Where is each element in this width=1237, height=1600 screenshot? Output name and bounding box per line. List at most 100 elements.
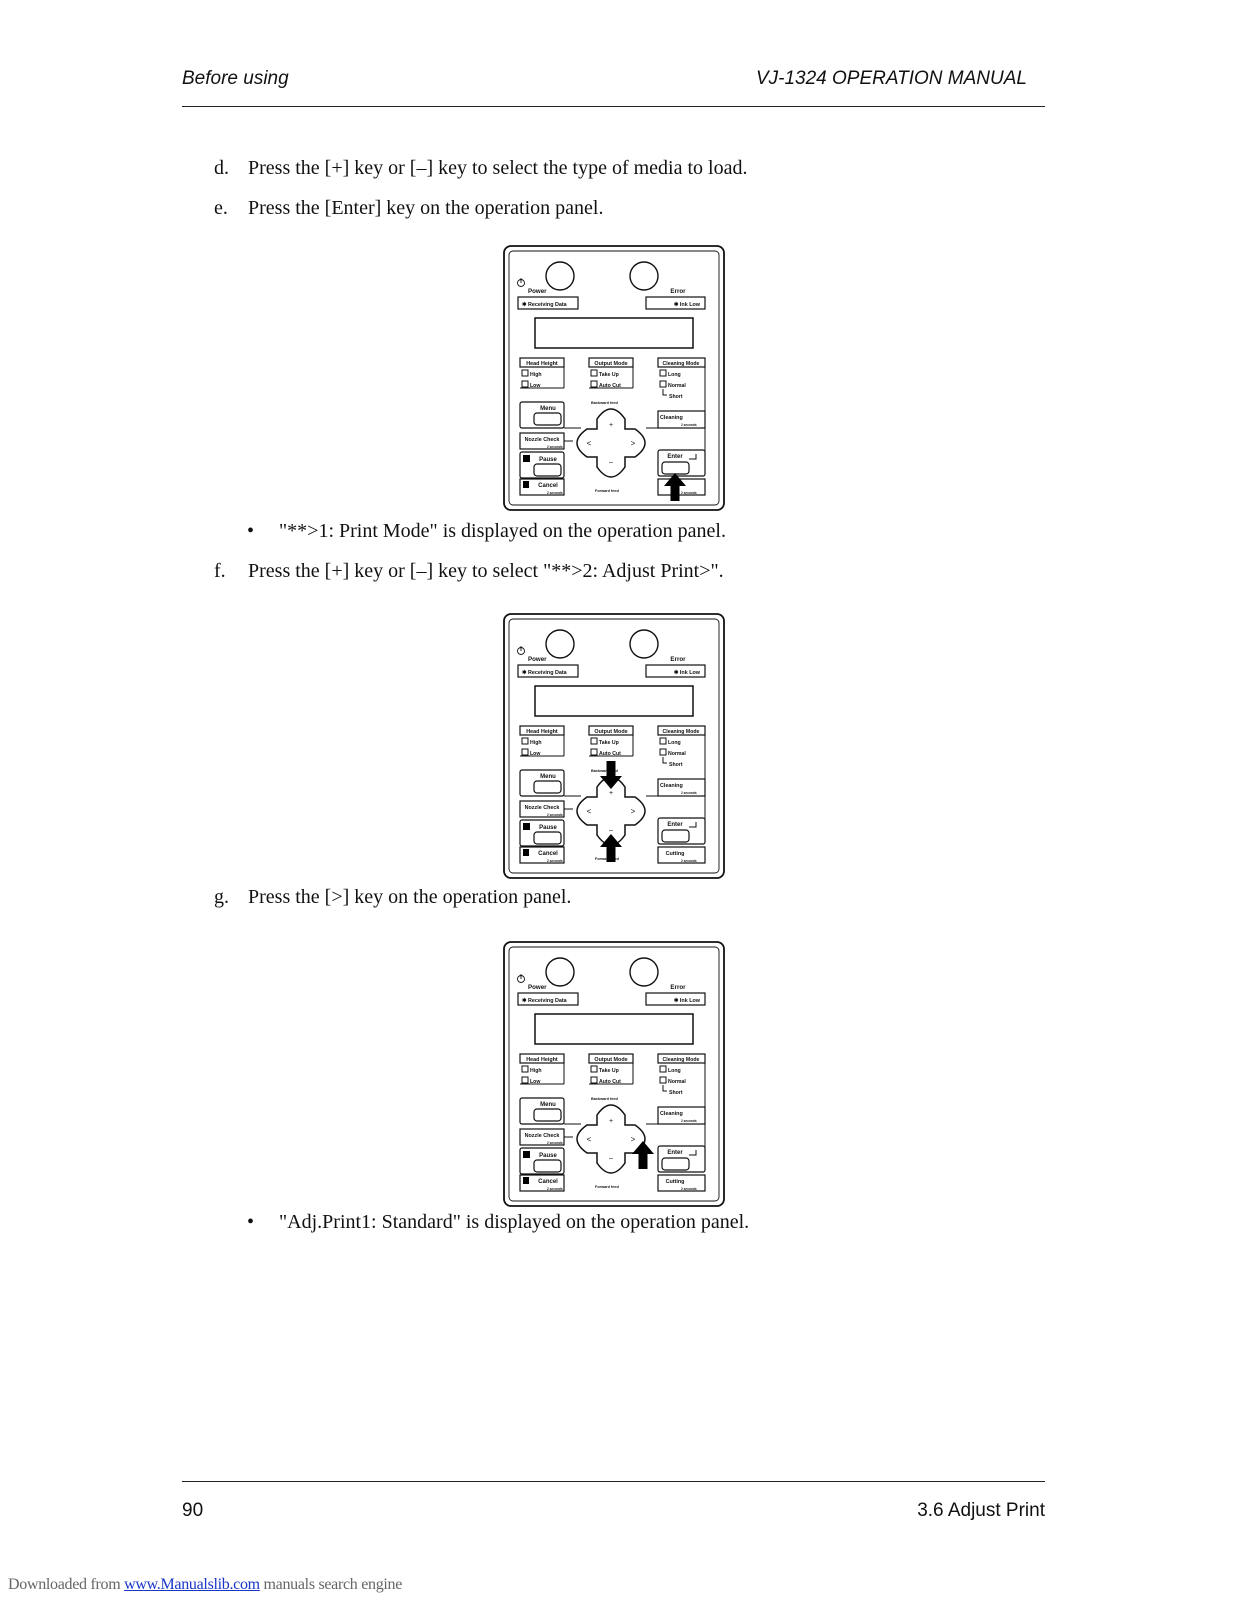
step-f-label: f. xyxy=(214,560,226,582)
auto-cut-label: Auto Cut xyxy=(599,751,621,757)
lcd-display xyxy=(534,1013,694,1045)
cutting-label: Cutting xyxy=(666,1179,685,1185)
ink-low-box xyxy=(645,664,706,678)
cancel-hold-label: 2 seconds xyxy=(547,491,563,495)
auto-cut-label: Auto Cut xyxy=(599,1079,621,1085)
footer-rule xyxy=(182,1481,1045,1482)
cutting-hold-label: 2 seconds xyxy=(681,1187,697,1191)
step-e-text: Press the [Enter] key on the operation p… xyxy=(248,197,604,219)
minus-key-label[interactable]: – xyxy=(609,459,613,466)
minus-key-label[interactable]: – xyxy=(609,827,613,834)
panel-frame xyxy=(503,941,725,1207)
power-label: Power xyxy=(528,984,547,991)
cutting-hold-label: 2 seconds xyxy=(681,491,697,495)
cancel-hold-label: 2 seconds xyxy=(547,1187,563,1191)
head-height-title-box xyxy=(519,357,565,368)
cancel-label: Cancel xyxy=(538,483,558,489)
cutting-label: Cutting xyxy=(666,851,685,857)
menu-button[interactable] xyxy=(533,780,562,794)
left-key-label[interactable]: < xyxy=(587,807,592,816)
enter-icon xyxy=(689,454,697,460)
forward-feed-label: Forward feed xyxy=(595,1185,620,1189)
footer-section: 3.6 Adjust Print xyxy=(917,1500,1045,1521)
lcd-display xyxy=(534,685,694,717)
cleaning-mode-label: Cleaning Mode xyxy=(663,729,700,735)
cursor-keypad: + – < > xyxy=(576,1104,646,1174)
bullet: • xyxy=(247,520,255,542)
output-mode-label: Output Mode xyxy=(594,729,627,735)
power-lamp xyxy=(545,629,575,659)
power-label: Power xyxy=(528,288,547,295)
left-key-label[interactable]: < xyxy=(587,439,592,448)
step-g-label: g. xyxy=(214,886,229,908)
output-mode-title-box xyxy=(588,1053,634,1064)
pause-button[interactable] xyxy=(533,831,562,845)
head-height-high-label: High xyxy=(530,740,542,746)
header-manual-title: VJ-1324 OPERATION MANUAL xyxy=(755,68,1027,89)
pause-button[interactable] xyxy=(533,1159,562,1173)
enter-button[interactable] xyxy=(661,461,690,475)
left-key-label[interactable]: < xyxy=(587,1135,592,1144)
ink-low-label: ✱ Ink Low xyxy=(674,998,701,1004)
enter-button[interactable] xyxy=(661,829,690,843)
right-key-label[interactable]: > xyxy=(631,807,636,816)
step-g: g.Press the [>] key on the operation pan… xyxy=(214,886,571,909)
ink-low-box xyxy=(645,992,706,1006)
enter-icon xyxy=(689,1150,697,1156)
cleaning-short-label: Short xyxy=(669,762,683,768)
cleaning-mode-label: Cleaning Mode xyxy=(663,1057,700,1063)
nozzle-check-label: Nozzle Check xyxy=(525,437,560,443)
download-note: Downloaded from www.Manualslib.com manua… xyxy=(8,1576,402,1594)
trash-icon xyxy=(523,849,529,856)
bullet: • xyxy=(247,1211,255,1233)
plus-key-label[interactable]: + xyxy=(609,1118,613,1125)
backward-feed-label: Backward feed xyxy=(591,1097,618,1101)
output-mode-label: Output Mode xyxy=(594,1057,627,1063)
right-key-label[interactable]: > xyxy=(631,439,636,448)
output-mode-title-box xyxy=(588,725,634,736)
head-height-high-label: High xyxy=(530,1068,542,1074)
error-label: Error xyxy=(670,984,686,991)
menu-label: Menu xyxy=(540,774,556,780)
pause-label: Pause xyxy=(539,1153,557,1159)
receiving-data-box xyxy=(517,992,579,1006)
right-key-label[interactable]: > xyxy=(631,1135,636,1144)
pause-button[interactable] xyxy=(533,463,562,477)
ink-low-box xyxy=(645,296,706,310)
cleaning-label: Cleaning xyxy=(660,415,683,421)
panel-frame xyxy=(503,613,725,879)
cancel-label: Cancel xyxy=(538,851,558,857)
minus-key-label[interactable]: – xyxy=(609,1155,613,1162)
cleaning-mode-label: Cleaning Mode xyxy=(663,361,700,367)
head-height-label: Head Height xyxy=(526,729,558,735)
download-prefix: Downloaded from xyxy=(8,1576,125,1593)
pause-label: Pause xyxy=(539,457,557,463)
take-up-label: Take Up xyxy=(599,740,619,746)
take-up-label: Take Up xyxy=(599,372,619,378)
manualslib-link[interactable]: www.Manualslib.com xyxy=(124,1576,260,1593)
ink-low-label: ✱ Ink Low xyxy=(674,670,701,676)
pause-icon xyxy=(523,823,530,830)
menu-label: Menu xyxy=(540,406,556,412)
receiving-data-label: ✱ Receiving Data xyxy=(522,302,568,308)
plus-key-label[interactable]: + xyxy=(609,790,613,797)
menu-button[interactable] xyxy=(533,412,562,426)
step-d-text: Press the [+] key or [–] key to select t… xyxy=(248,157,748,179)
cleaning-normal-label: Normal xyxy=(668,1079,686,1085)
step-e-result-text: "**>1: Print Mode" is displayed on the o… xyxy=(279,520,726,542)
nozzle-check-hold-label: 2 seconds xyxy=(547,1141,563,1145)
enter-button[interactable] xyxy=(661,1157,690,1171)
cleaning-mode-title-box xyxy=(657,725,706,736)
menu-button[interactable] xyxy=(533,1108,562,1122)
cleaning-long-label: Long xyxy=(668,1068,681,1074)
lcd-display xyxy=(534,317,694,349)
plus-key-label[interactable]: + xyxy=(609,422,613,429)
head-height-label: Head Height xyxy=(526,1057,558,1063)
head-height-high-label: High xyxy=(530,372,542,378)
cleaning-label: Cleaning xyxy=(660,783,683,789)
step-e-result: • "**>1: Print Mode" is displayed on the … xyxy=(247,520,726,543)
cursor-keypad: + – < > xyxy=(576,408,646,478)
error-lamp xyxy=(629,629,659,659)
cleaning-long-label: Long xyxy=(668,372,681,378)
nozzle-check-hold-label: 2 seconds xyxy=(547,445,563,449)
